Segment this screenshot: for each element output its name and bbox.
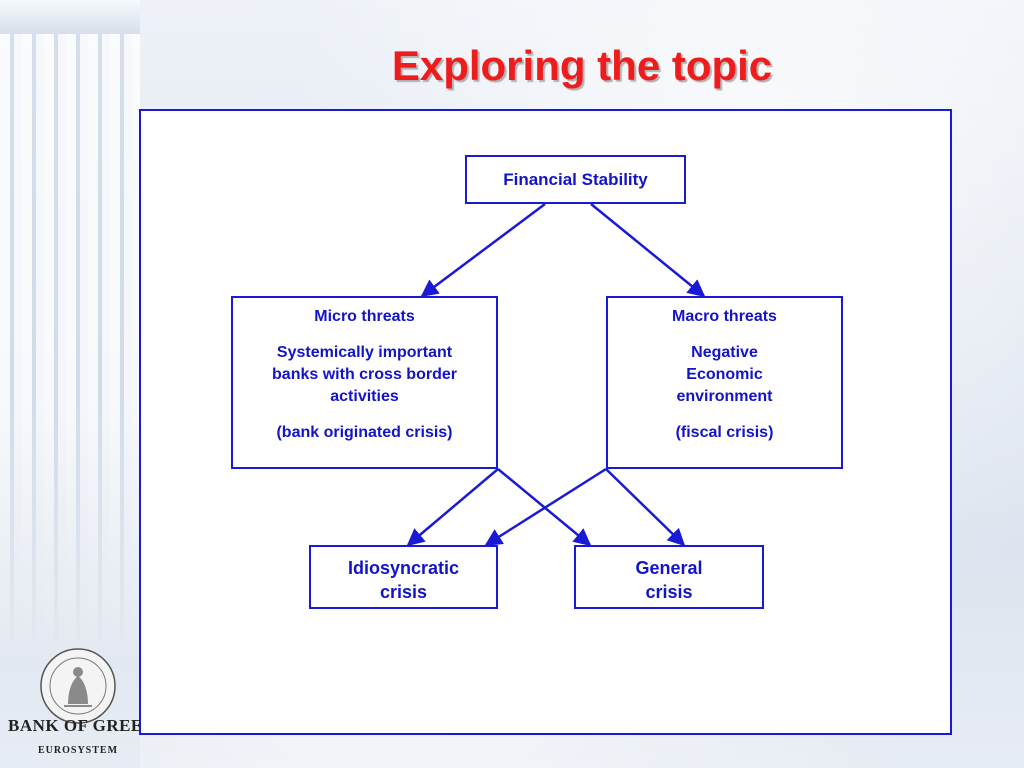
slide-title: Exploring the topic xyxy=(391,42,773,89)
idiosyncratic-crisis-line: crisis xyxy=(379,582,428,602)
macro-threats-line: Negative xyxy=(691,344,758,361)
background-column-capital xyxy=(0,0,140,34)
bank-seal-logo xyxy=(40,648,116,724)
bank-name: BANK OF GREECE xyxy=(8,716,140,735)
micro-threats-line: activities xyxy=(330,388,399,405)
general-crisis-line: crisis xyxy=(645,582,693,602)
macro-threats-line: Economic xyxy=(686,366,763,383)
macro-threats-note: (fiscal crisis) xyxy=(675,424,774,441)
idiosyncratic-crisis-box: Idiosyncratic crisis xyxy=(309,545,498,609)
micro-threats-box: Micro threats Systemically important ban… xyxy=(231,296,498,469)
macro-threats-line: environment xyxy=(676,388,773,405)
micro-threats-heading: Micro threats xyxy=(314,308,415,325)
micro-threats-line: banks with cross border xyxy=(272,366,457,383)
financial-stability-box: Financial Stability xyxy=(465,155,686,204)
background-column-fade xyxy=(0,400,140,660)
macro-threats-box: Macro threats Negative Economic environm… xyxy=(606,296,843,469)
micro-threats-note: (bank originated crisis) xyxy=(276,424,453,441)
micro-threats-line: Systemically important xyxy=(276,344,453,361)
financial-stability-label: Financial Stability xyxy=(503,170,648,189)
general-crisis-box: General crisis xyxy=(574,545,764,609)
idiosyncratic-crisis-line: Idiosyncratic xyxy=(347,558,460,578)
eurosystem-label: EUROSYSTEM xyxy=(38,745,119,756)
macro-threats-heading: Macro threats xyxy=(672,308,777,325)
general-crisis-line: General xyxy=(635,558,703,578)
